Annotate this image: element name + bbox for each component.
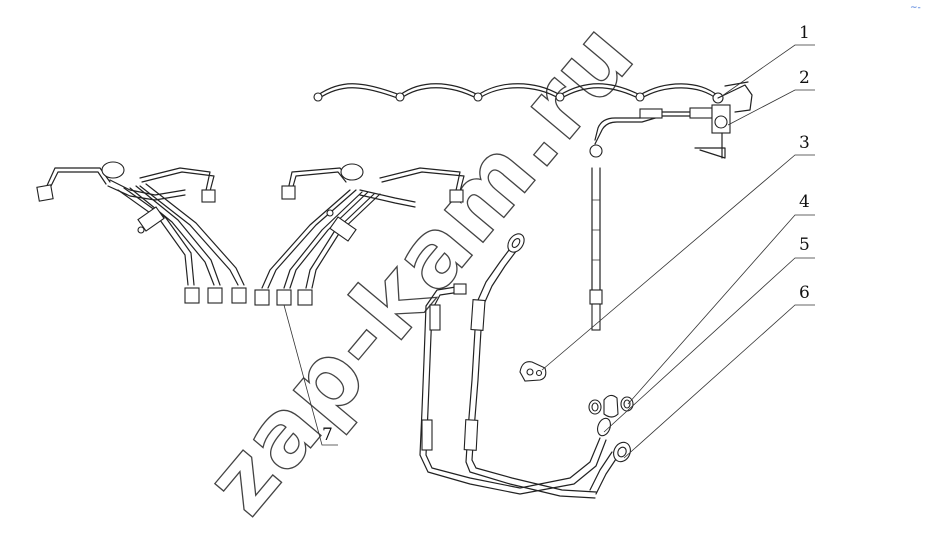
callout-4: 4 xyxy=(799,192,810,212)
callout-leaders xyxy=(283,44,815,459)
callout-3: 3 xyxy=(799,133,810,153)
callout-2: 2 xyxy=(799,68,810,88)
sealing-rings xyxy=(588,394,634,418)
callout-5: 5 xyxy=(799,235,810,255)
injection-pipes-right xyxy=(254,163,465,306)
drain-tube-assembly xyxy=(313,81,753,113)
clip-part xyxy=(519,361,547,382)
injection-pipes-left xyxy=(36,161,247,304)
bracket-hose-assembly xyxy=(589,104,731,331)
corner-mark: ~- xyxy=(910,3,921,13)
callout-1: 1 xyxy=(799,23,810,43)
return-line-assembly xyxy=(419,233,631,499)
callout-6: 6 xyxy=(799,283,810,303)
callout-7: 7 xyxy=(322,425,333,445)
